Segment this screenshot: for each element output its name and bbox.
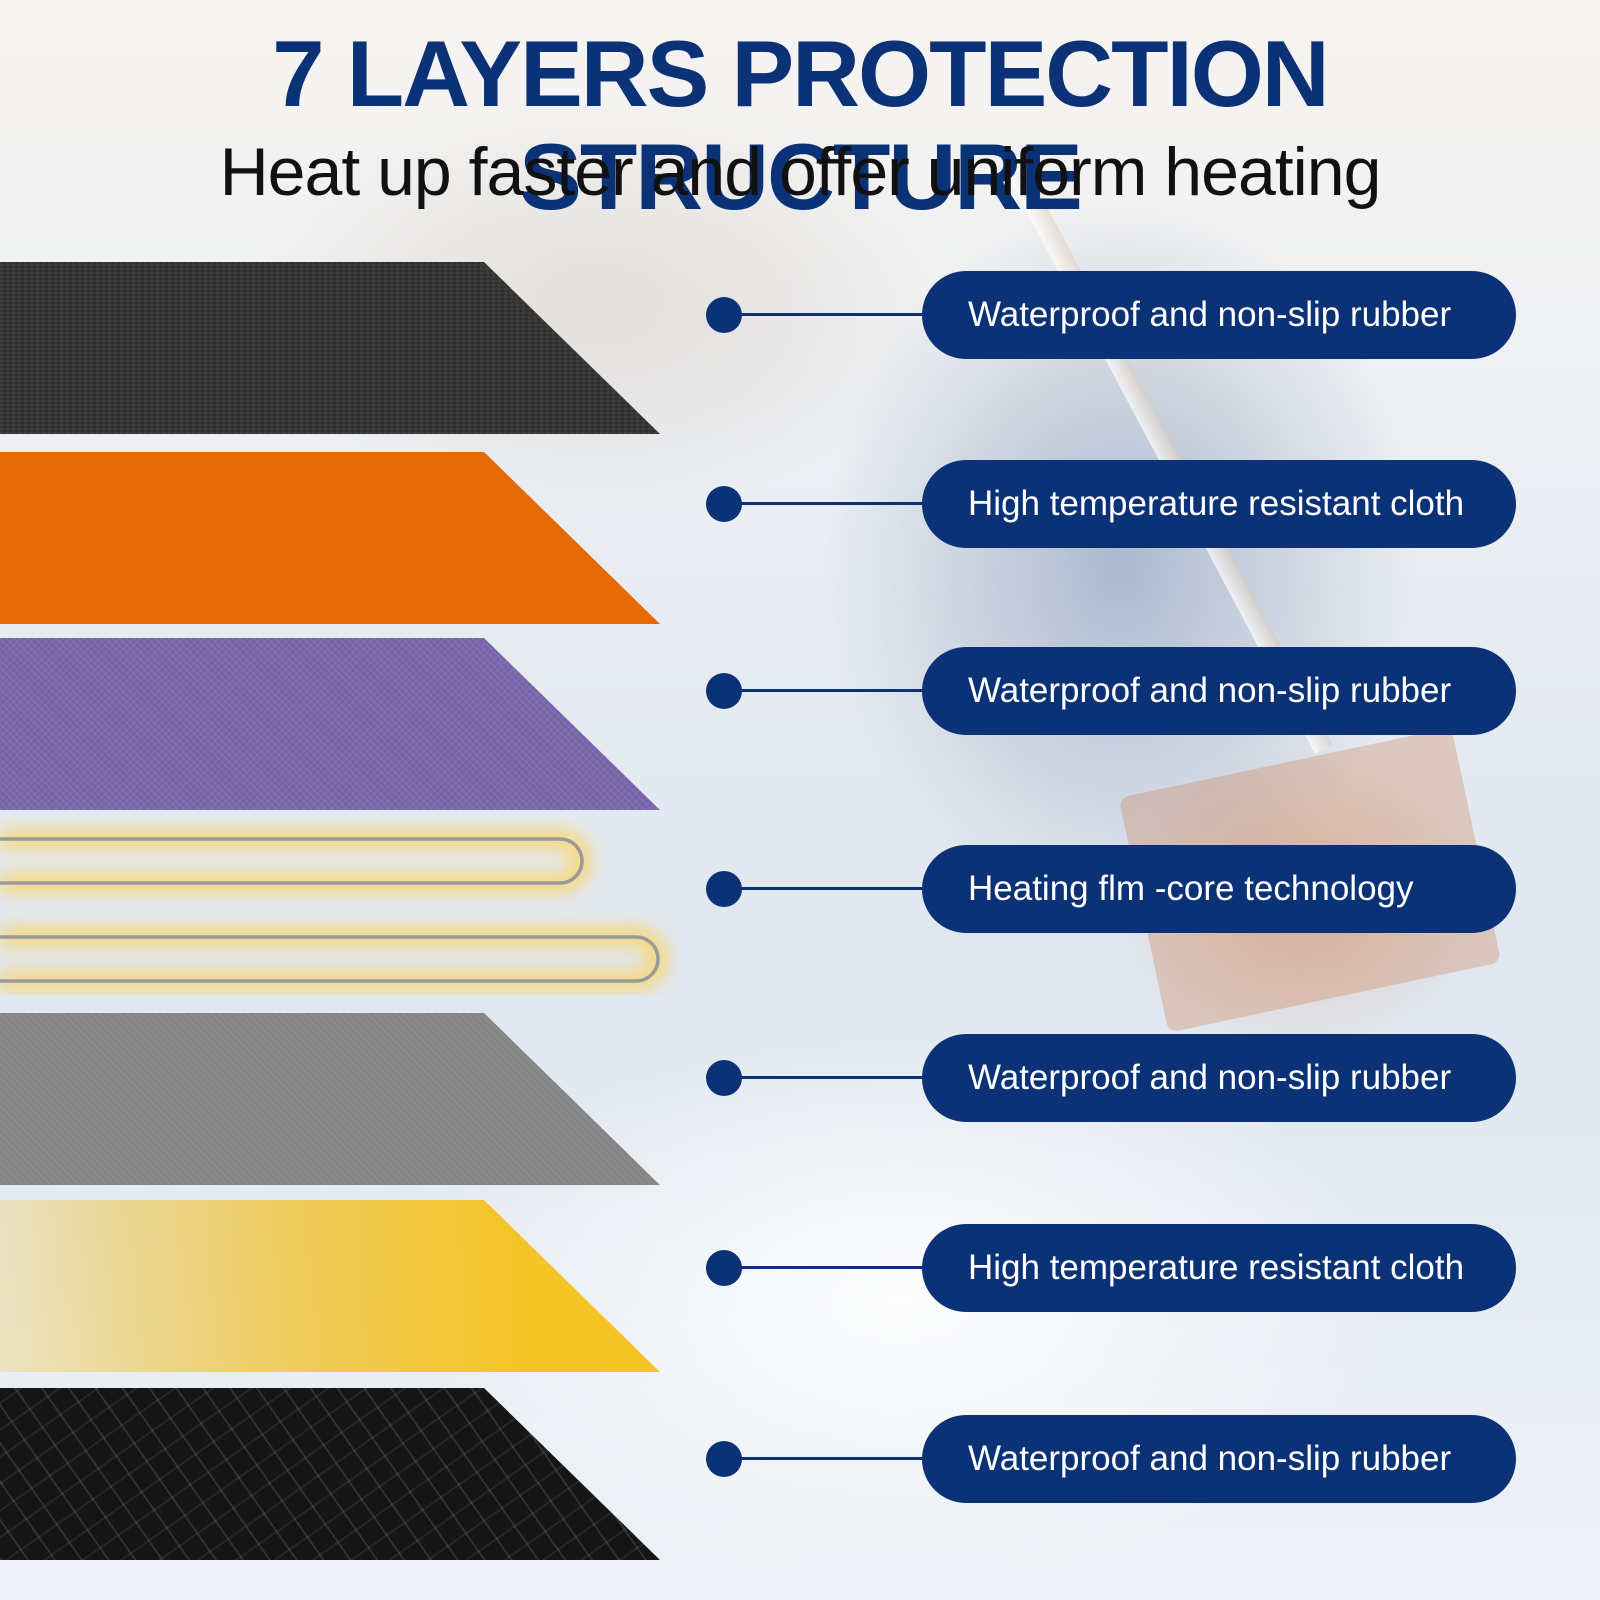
- layer-3-connector: [0, 669, 1600, 713]
- connector-line: [724, 1076, 934, 1079]
- connector-line: [724, 313, 934, 316]
- heating-wire-loop-upper: [0, 837, 584, 885]
- layer-7-label-pill: Waterproof and non-slip rubber: [922, 1415, 1516, 1503]
- layer-4-heating-film-illustration: [0, 830, 667, 990]
- layer-3-label-pill: Waterproof and non-slip rubber: [922, 647, 1516, 735]
- connector-line: [724, 502, 934, 505]
- layer-7-connector: [0, 1437, 1600, 1481]
- connector-line: [724, 887, 934, 890]
- page-title: 7 LAYERS PROTECTION STRUCTURE: [272, 21, 1329, 230]
- connector-line: [724, 1457, 934, 1460]
- layer-6-label-pill: High temperature resistant cloth: [922, 1224, 1516, 1312]
- layer-4-label-pill: Heating flm -core technology: [922, 845, 1516, 933]
- page-subtitle: Heat up faster and offer uniform heating: [219, 134, 1382, 210]
- layer-6-connector: [0, 1246, 1600, 1290]
- layer-1-connector: [0, 293, 1600, 337]
- heating-wire-loop-lower: [0, 935, 660, 983]
- layer-5-label-pill: Waterproof and non-slip rubber: [922, 1034, 1516, 1122]
- layer-2-connector: [0, 482, 1600, 526]
- layer-4-connector: [0, 867, 1600, 911]
- connector-line: [724, 1266, 934, 1269]
- connector-line: [724, 689, 934, 692]
- layer-1-label-pill: Waterproof and non-slip rubber: [922, 271, 1516, 359]
- layer-2-label-pill: High temperature resistant cloth: [922, 460, 1516, 548]
- layer-5-connector: [0, 1056, 1600, 1100]
